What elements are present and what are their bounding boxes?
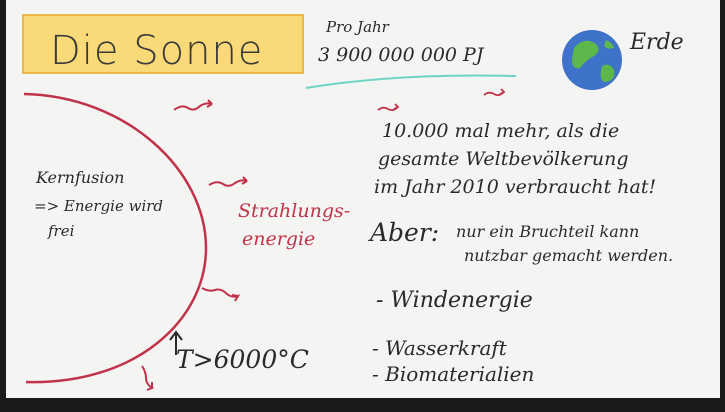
video-bottom-bar bbox=[0, 398, 725, 412]
aber-line1: nur ein Bruchteil kann bbox=[456, 222, 640, 241]
comparison-line1: 10.000 mal mehr, als die bbox=[382, 120, 620, 142]
aber-line2: nutzbar gemacht werden. bbox=[464, 246, 674, 265]
strahlung-line1: Strahlungs- bbox=[238, 200, 351, 222]
temperature-label: T>6000°C bbox=[176, 345, 309, 374]
radiation-arrows bbox=[141, 99, 248, 391]
strahlung-line2: energie bbox=[242, 228, 316, 250]
comparison-line2: gesamte Weltbevölkerung bbox=[378, 148, 629, 170]
sun-arc bbox=[23, 92, 208, 384]
pro-jahr-label: Pro Jahr bbox=[326, 18, 389, 36]
list-item-wasserkraft: - Wasserkraft bbox=[372, 336, 507, 360]
erde-label: Erde bbox=[630, 30, 684, 55]
energie-line1: => Energie wird bbox=[34, 197, 164, 215]
page-title: Die Sonne bbox=[50, 28, 264, 74]
earth-icon bbox=[562, 30, 622, 90]
title-box: Die Sonne bbox=[22, 14, 304, 74]
kernfusion-label: Kernfusion bbox=[36, 168, 125, 187]
pro-jahr-value: 3 900 000 000 PJ bbox=[318, 44, 484, 66]
list-item-biomaterialien: - Biomaterialien bbox=[372, 362, 535, 386]
list-item-windenergie: - Windenergie bbox=[376, 288, 533, 313]
teal-underline bbox=[305, 74, 517, 89]
comparison-line3: im Jahr 2010 verbraucht hat! bbox=[374, 176, 657, 198]
up-arrow bbox=[169, 330, 183, 355]
small-squiggles bbox=[377, 88, 506, 112]
aber-label: Aber: bbox=[370, 218, 440, 247]
sketch-layer bbox=[23, 30, 622, 391]
energie-line2: frei bbox=[48, 222, 75, 240]
whiteboard: Die Sonne Pro Jahr 3 900 000 000 PJ Er bbox=[6, 0, 720, 398]
